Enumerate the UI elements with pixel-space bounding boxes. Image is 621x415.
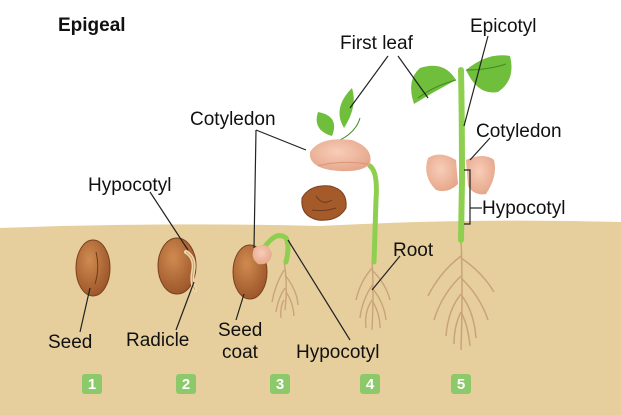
- label-hypocotyl-right: Hypocotyl: [482, 198, 565, 219]
- label-epicotyl: Epicotyl: [470, 16, 537, 37]
- step-badge-3: 3: [276, 376, 284, 393]
- label-root: Root: [393, 240, 434, 261]
- label-seed-coat-line2: coat: [222, 342, 259, 363]
- stage-1-seed: [75, 239, 111, 297]
- stage-5-plant: [411, 55, 512, 351]
- stage-2-seed-radicle: [157, 237, 197, 295]
- step-badge-5: 5: [457, 376, 465, 393]
- step-badges: 1 2 3 4 5: [82, 374, 471, 394]
- label-seed-coat-line1: Seed: [218, 320, 262, 341]
- label-hypocotyl-top: Hypocotyl: [88, 175, 171, 196]
- label-seed: Seed: [48, 332, 92, 353]
- leader-lines: [79, 35, 491, 341]
- stage-4-seedling: [301, 88, 391, 331]
- title: Epigeal: [58, 15, 126, 36]
- step-badge-1: 1: [88, 376, 96, 393]
- stage-3-seedling: [232, 233, 299, 319]
- label-first-leaf: First leaf: [340, 33, 414, 54]
- shed-seed-coat: [301, 185, 347, 221]
- label-hypocotyl-bottom: Hypocotyl: [296, 342, 379, 363]
- soil: [0, 220, 621, 415]
- step-badge-2: 2: [182, 376, 190, 393]
- step-badge-4: 4: [366, 376, 375, 393]
- label-radicle: Radicle: [126, 330, 189, 351]
- label-cotyledon-right: Cotyledon: [476, 121, 562, 142]
- label-cotyledon-left: Cotyledon: [190, 109, 276, 130]
